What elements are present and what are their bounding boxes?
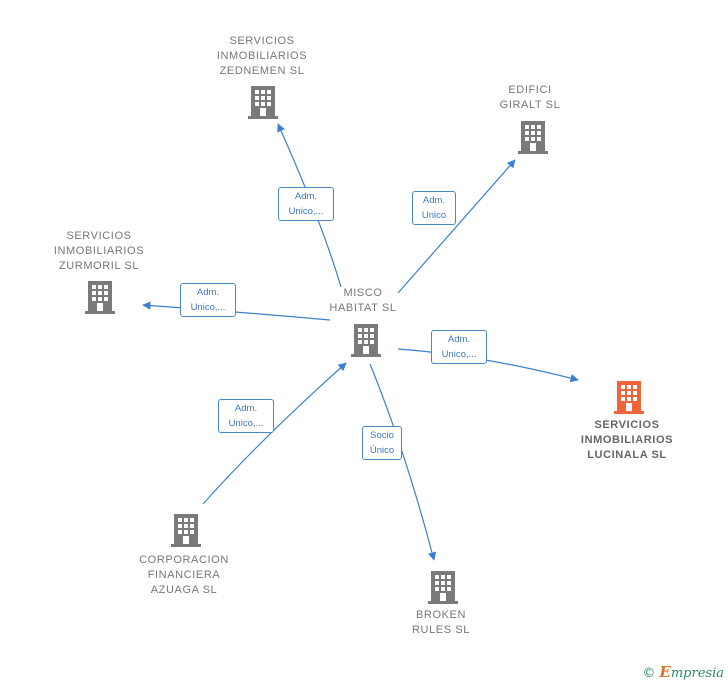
node-label-misco[interactable]: MISCO HABITAT SL xyxy=(329,287,397,314)
edge-label[interactable]: Adm. Unico,... xyxy=(278,187,334,221)
building-icon[interactable] xyxy=(614,380,644,419)
copyright-icon: © xyxy=(642,666,656,681)
edge-misco-zurmoril xyxy=(142,301,331,321)
edge-misco-lucinala xyxy=(397,348,579,383)
building-icon[interactable] xyxy=(85,280,115,319)
node-label-lucinala[interactable]: SERVICIOS INMOBILIARIOS LUCINALA SL xyxy=(580,418,674,461)
building-icon[interactable] xyxy=(171,513,201,552)
node-label-giralt[interactable]: EDIFICI GIRALT SL xyxy=(499,84,561,111)
edge-label[interactable]: Adm. Unico,... xyxy=(431,330,487,364)
edge-label[interactable]: Socio Único xyxy=(362,426,402,460)
node-label-zednemen[interactable]: SERVICIOS INMOBILIARIOS ZEDNEMEN SL xyxy=(216,34,308,77)
edge-misco-giralt xyxy=(397,159,516,294)
building-icon[interactable] xyxy=(248,85,278,124)
node-label-broken[interactable]: BROKEN RULES SL xyxy=(412,609,470,636)
node-label-zurmoril[interactable]: SERVICIOS INMOBILIARIOS ZURMORIL SL xyxy=(53,229,145,272)
node-label-azuaga[interactable]: CORPORACION FINANCIERA AZUAGA SL xyxy=(139,553,229,596)
edge-label[interactable]: Adm. Unico,... xyxy=(180,283,236,317)
edge-label[interactable]: Adm. Unico xyxy=(412,191,456,225)
edge-azuaga-misco xyxy=(202,362,347,505)
brand-footer: ©Empresia xyxy=(642,663,724,681)
building-icon[interactable] xyxy=(518,120,548,159)
brand-initial: E xyxy=(659,663,671,681)
brand-name: mpresia xyxy=(670,666,724,681)
edge-label[interactable]: Adm. Unico,... xyxy=(218,399,274,433)
edge-misco-broken xyxy=(369,363,437,561)
building-icon[interactable] xyxy=(428,570,458,609)
building-icon[interactable] xyxy=(351,323,381,362)
